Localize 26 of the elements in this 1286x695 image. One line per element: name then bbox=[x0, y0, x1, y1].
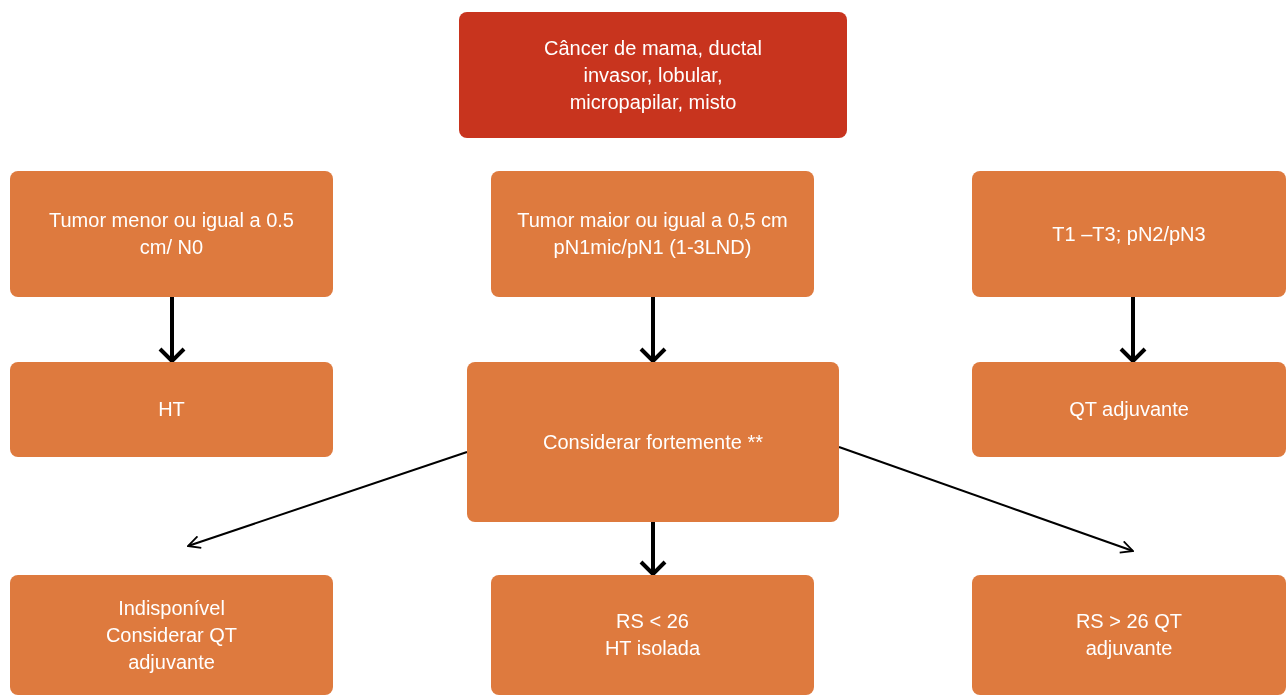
box-text: Câncer de mama, ductal invasor, lobular, micropapilar, misto bbox=[543, 35, 763, 115]
process-box bbox=[10, 171, 333, 297]
arrow bbox=[639, 522, 667, 576]
arrow bbox=[187, 451, 468, 549]
process-box bbox=[972, 575, 1286, 695]
process-box bbox=[10, 575, 333, 695]
process-box bbox=[10, 362, 333, 457]
arrow bbox=[838, 446, 1134, 554]
box-text: Indisponível Considerar QT adjuvante bbox=[104, 595, 239, 675]
box-text: QT adjuvante bbox=[1069, 397, 1189, 422]
process-box bbox=[972, 171, 1286, 297]
process-box bbox=[491, 575, 814, 695]
box-text: HT bbox=[158, 397, 185, 422]
box-text: T1 –T3; pN2/pN3 bbox=[1052, 221, 1206, 247]
process-box bbox=[972, 362, 1286, 457]
arrow bbox=[158, 297, 186, 363]
box-text: RS < 26 HT isolada bbox=[603, 609, 702, 661]
process-box bbox=[467, 362, 839, 522]
box-text: Tumor menor ou igual a 0.5 cm/ N0 bbox=[48, 208, 295, 260]
box-text: Tumor maior ou igual a 0,5 cm pN1mic/pN1 (1-3LND) bbox=[516, 208, 789, 260]
process-box bbox=[491, 171, 814, 297]
box-text: Considerar fortemente ** bbox=[542, 429, 764, 455]
process-box bbox=[459, 12, 847, 138]
arrow bbox=[639, 297, 667, 363]
arrow bbox=[1119, 297, 1147, 363]
box-text: RS > 26 QT adjuvante bbox=[1074, 609, 1184, 661]
